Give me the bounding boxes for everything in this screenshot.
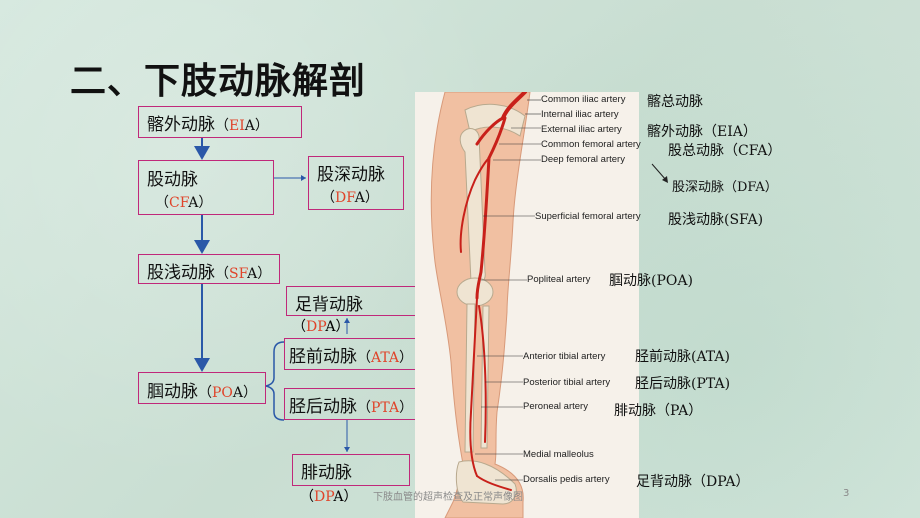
box-eia: 髂外动脉（EIA） [138, 106, 302, 138]
label-peroneal-en: Peroneal artery [523, 401, 588, 412]
box-ata: 胫前动脉（ATA） [284, 338, 420, 370]
box-dfa: 股深动脉 （DFA） [308, 156, 404, 210]
annotation-common-iliac: 髂总动脉 [647, 94, 703, 110]
annotation-peroneal: 腓动脉（PA） [614, 403, 703, 419]
label-common-femoral-en: Common femoral artery [541, 139, 641, 150]
label-internal-iliac-en: Internal iliac artery [541, 109, 619, 120]
annotation-common-femoral: 股总动脉（CFA） [668, 143, 782, 159]
box-dpa: 足背动脉 [286, 286, 422, 316]
label-anterior-tibial-en: Anterior tibial artery [523, 351, 606, 362]
annotation-external-iliac: 髂外动脉（EIA） [647, 124, 757, 140]
label-posterior-tibial-en: Posterior tibial artery [523, 377, 611, 388]
annotation-posterior-tibial: 胫后动脉(PTA) [635, 376, 731, 392]
box-pta: 胫后动脉（PTA） [284, 388, 420, 420]
label-superficial-femoral-en: Superficial femoral artery [535, 211, 641, 222]
annotation-deep-femoral: 股深动脉（DFA） [672, 180, 778, 195]
label-dorsalis-pedis-en: Dorsalis pedis artery [523, 474, 610, 485]
leg-anatomy-figure [415, 92, 639, 518]
box-poa: 腘动脉（POA） [138, 372, 266, 404]
box-sfa: 股浅动脉（SFA） [138, 254, 280, 284]
annotation-popliteal: 腘动脉(POA) [609, 273, 693, 289]
label-medial-malleolus-en: Medial malleolus [523, 449, 594, 460]
label-common-iliac-en: Common iliac artery [541, 94, 626, 105]
annotation-superficial-femoral: 股浅动脉(SFA) [668, 212, 764, 228]
slide-title: 二、下肢动脉解剖 [70, 61, 367, 102]
annotation-anterior-tibial: 胫前动脉(ATA) [635, 349, 730, 365]
annotation-dorsalis-pedis: 足背动脉（DPA） [636, 474, 750, 490]
box-cfa: 股动脉 （CFA） [138, 160, 274, 215]
leg-illustration [430, 92, 541, 518]
label-external-iliac-en: External iliac artery [541, 124, 622, 135]
brace-ata-pta [265, 341, 285, 421]
box-pa: 腓动脉 [292, 454, 410, 486]
label-deep-femoral-en: Deep femoral artery [541, 154, 625, 165]
footer-text: 下肢血管的超声检查及正常声像图 [373, 492, 523, 503]
deep-femoral-pointer [651, 163, 668, 183]
label-popliteal-en: Popliteal artery [527, 274, 591, 285]
page-number: 3 [843, 488, 850, 499]
pa-abbr: （DPA） [300, 489, 358, 505]
dpa-abbr: （DPA） [292, 319, 350, 335]
